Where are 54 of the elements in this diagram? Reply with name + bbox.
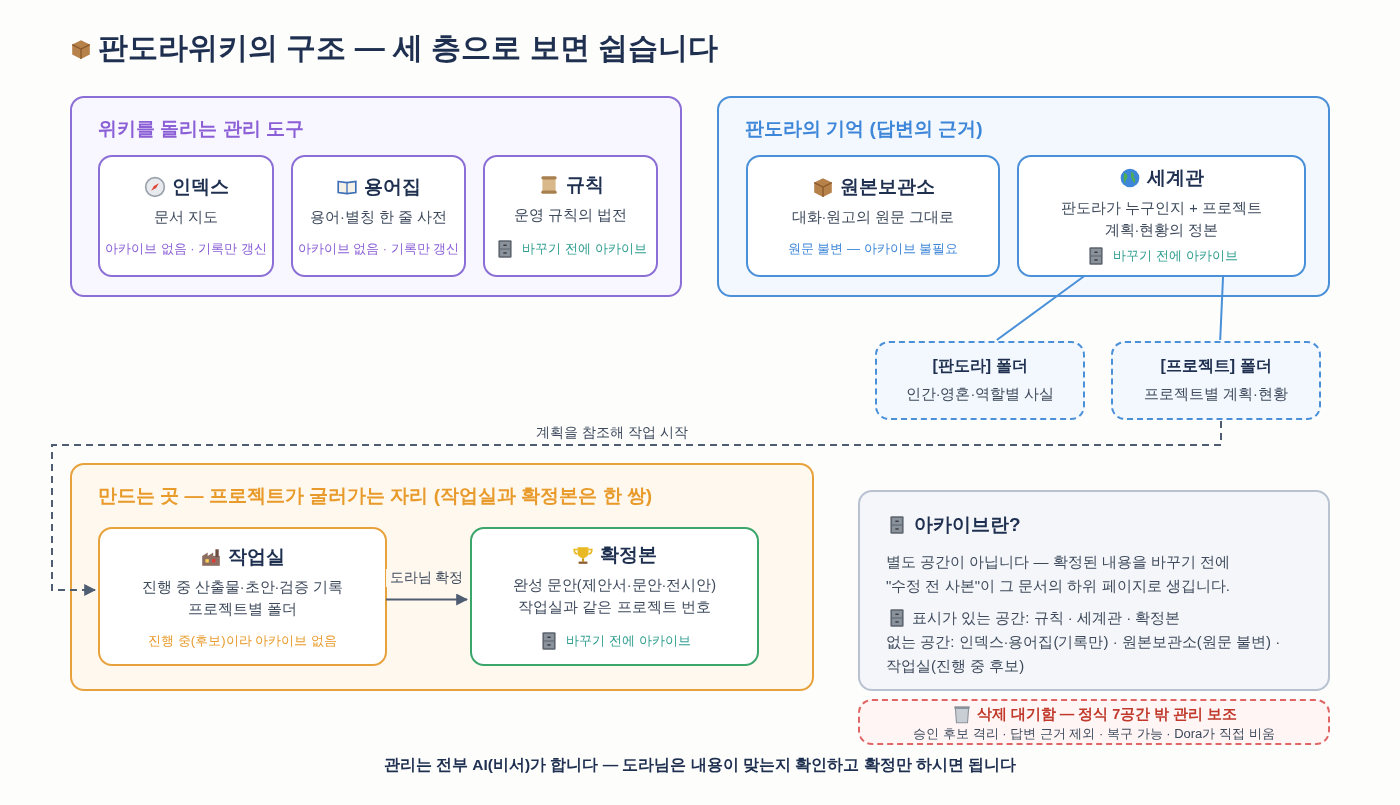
box-title: 용어집 [364, 175, 421, 199]
tool-card [98, 155, 274, 277]
info-title: 아카이브란? [914, 513, 1021, 537]
tool-card [291, 155, 466, 277]
caption: 관리는 전부 AI(비서)가 합니다 — 도라님은 내용이 맞는지 확인하고 확정만 하시면 됩니다 [383, 756, 1017, 773]
status-note: 바꾸기 전에 아카이브 [1113, 247, 1238, 265]
status-note: 아카이브 없음 · 기록만 갱신 [105, 240, 267, 258]
warning-note: 승인 후보 격리 · 답변 근거 제외 · 복구 가능 · Dora가 직접 비움 [913, 725, 1275, 743]
group-heading: 만드는 곳 — 프로젝트가 굴러가는 자리 (작업실과 확정본은 한 쌍) [98, 484, 653, 508]
connector-line [995, 275, 1086, 341]
workroom-card [98, 527, 387, 666]
folder-box [1111, 341, 1321, 420]
tool-group-panel [70, 96, 682, 297]
box-description: 운영 규칙의 법전 [512, 206, 629, 225]
memory-group-panel [717, 96, 1330, 297]
box-title: 세계관 [1147, 166, 1204, 190]
tool-card [483, 155, 658, 277]
status-note: 진행 중(후보)이라 아카이브 없음 [148, 631, 337, 650]
page-title: 판도라위키의 구조 — 세 층으로 보면 쉽습니다 [98, 30, 718, 66]
status-note: 바꾸기 전에 아카이브 [522, 240, 647, 258]
box-description: 완성 문안(제안서·문안·전시안) 작업실과 같은 프로젝트 번호 [511, 575, 718, 617]
info-line: 표시가 있는 공간: 규칙 · 세계관 · 확정본 [912, 608, 1181, 628]
box-title: [프로젝트] 폴더 [1160, 356, 1272, 376]
box-title: 규칙 [565, 173, 604, 197]
info-card [858, 490, 1330, 691]
memory-card [746, 155, 1000, 277]
memory-card [1017, 155, 1306, 277]
box-title: 작업실 [228, 544, 285, 569]
group-heading: 위키를 돌리는 관리 도구 [98, 117, 304, 141]
box-title: 확정본 [600, 542, 657, 567]
box-title: 인덱스 [171, 175, 229, 199]
box-title: [판도라] 폴더 [932, 356, 1028, 376]
info-paragraph: 별도 공간이 아닙니다 — 확정된 내용을 바꾸기 전에 "수정 전 사본"이 그 문서의 하위 페이지로 생깁니다. [886, 552, 1232, 596]
connector-line [1219, 275, 1225, 341]
warning-title: 삭제 대기함 — 정식 7공간 밖 관리 보조 [976, 704, 1238, 724]
status-note: 원문 불변 — 아카이브 불필요 [787, 240, 959, 258]
folder-box [875, 341, 1085, 420]
box-description: 대화·원고의 원문 그대로 [790, 208, 956, 227]
box-title: 원본보관소 [839, 175, 935, 199]
group-heading: 판도라의 기억 (답변의 근거) [745, 117, 983, 141]
box-description: 판도라가 누구인지 + 프로젝트 계획·현황의 정본 [1060, 199, 1263, 240]
box-description: 프로젝트별 계획·현황 [1143, 385, 1289, 404]
status-note: 아카이브 없음 · 기록만 갱신 [297, 240, 460, 258]
info-line: 없는 공간: 인덱스·용어집(기록만) · 원본보관소(원문 불변) · 작업실(진행 중 후보) [886, 632, 1282, 676]
box-description: 진행 중 산출물·초안·검증 기록 프로젝트별 폴더 [140, 577, 345, 619]
arrow [385, 593, 469, 606]
status-note: 바꾸기 전에 아카이브 [566, 631, 691, 650]
arrow [51, 420, 1222, 596]
box-description: 용어·별칭 한 줄 사전 [309, 208, 448, 227]
box-description: 인간·영혼·역할별 사실 [904, 385, 1056, 404]
box-description: 문서 지도 [153, 208, 219, 227]
workshop-group-panel [70, 463, 814, 691]
final-card [470, 527, 759, 666]
trash-note-box [858, 699, 1330, 745]
